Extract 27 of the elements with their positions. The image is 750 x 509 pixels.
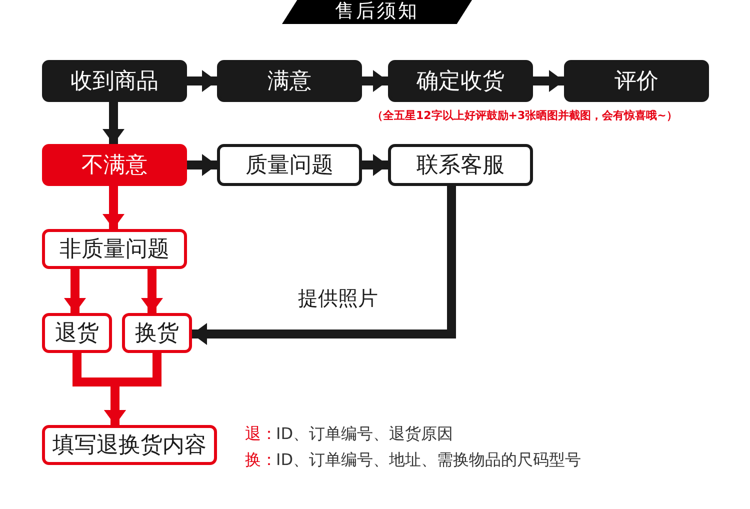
arrow: [533, 70, 564, 92]
arrow: [362, 70, 388, 92]
arrow: [187, 70, 217, 92]
field-list: ID、订单编号、地址、需换物品的尺码型号: [276, 450, 582, 471]
process-box: 退货: [42, 313, 112, 353]
process-box: 评价: [564, 60, 709, 102]
arrow: [102, 102, 124, 144]
field-label: 退：: [245, 424, 277, 445]
field-label: 换：: [245, 450, 277, 471]
process-box: 收到商品: [42, 60, 187, 102]
title-banner: 售后须知: [282, 0, 472, 24]
process-box: 非质量问题: [42, 229, 187, 269]
field-list: ID、订单编号、退货原因: [276, 424, 454, 445]
arrow: [187, 154, 217, 176]
process-box: 不满意: [42, 144, 187, 186]
process-box: 质量问题: [217, 144, 362, 186]
arrow: [141, 269, 163, 313]
arrow: [64, 269, 86, 313]
arrow: [192, 186, 456, 345]
process-box: 换货: [122, 313, 192, 353]
process-box: 联系客服: [388, 144, 533, 186]
note-text: （全五星12字以上好评鼓励+3张晒图并截图，会有惊喜哦~）: [372, 108, 678, 123]
process-box: 满意: [217, 60, 362, 102]
arrow: [362, 154, 388, 176]
process-box: 确定收货: [388, 60, 533, 102]
process-box: 填写退换货内容: [42, 425, 217, 465]
arrow: [102, 186, 124, 229]
